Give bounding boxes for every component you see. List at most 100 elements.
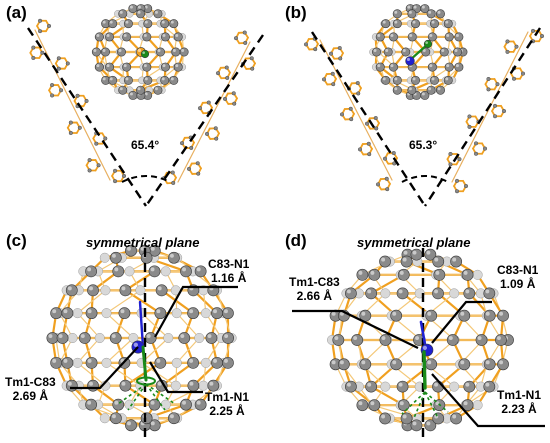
- arm-atom: [330, 71, 335, 76]
- arm-atom: [322, 77, 327, 82]
- carbon-atom: [433, 268, 446, 281]
- carbon-atom: [136, 85, 146, 95]
- atom-highlight: [146, 334, 151, 339]
- coordination-bond: [424, 391, 439, 419]
- atom-highlight: [150, 246, 155, 251]
- atom-highlight: [485, 289, 490, 294]
- carbon-atom: [109, 412, 122, 425]
- carbon-atom: [463, 380, 476, 393]
- atom-highlight: [463, 270, 468, 275]
- arm-atom: [531, 28, 536, 33]
- atom-highlight: [120, 309, 125, 314]
- atom-highlight: [175, 64, 179, 68]
- atom-highlight: [150, 421, 155, 426]
- atom-highlight: [339, 360, 344, 365]
- arm-link: [460, 143, 472, 164]
- carbon-atom: [426, 85, 436, 95]
- atom-highlight: [127, 246, 131, 251]
- atom-highlight: [334, 336, 339, 341]
- carbon-atom: [461, 268, 474, 281]
- carbon-atom: [136, 9, 146, 19]
- carbon-atom: [105, 32, 115, 42]
- arm-atom: [455, 178, 460, 183]
- atom-highlight: [358, 270, 363, 275]
- arm-atom: [65, 61, 70, 66]
- carbon-atom: [430, 19, 440, 29]
- callout-c83-n1: [431, 300, 492, 344]
- atom-highlight: [170, 20, 174, 24]
- arm-atom: [367, 152, 372, 157]
- arm-atom: [514, 44, 519, 49]
- atom-highlight: [427, 360, 432, 365]
- arm-atom: [474, 151, 479, 156]
- arm-atom: [483, 146, 488, 151]
- carbon-atom: [396, 287, 409, 300]
- panel-d-plane-label: symmetrical plane: [357, 235, 471, 250]
- label-name: Tm1-C83: [5, 375, 56, 389]
- arm-atom: [31, 45, 36, 50]
- atom-highlight: [367, 382, 372, 387]
- panel-c-label-c83-n1: C83-N1 1.16 Å: [208, 257, 249, 285]
- atom-highlight: [463, 401, 468, 406]
- carbon-atom: [124, 399, 135, 410]
- arm-link: [382, 161, 393, 181]
- atom-highlight: [381, 257, 386, 262]
- atom-highlight: [161, 20, 165, 24]
- carbon-atom: [200, 357, 211, 368]
- carbon-atom: [356, 268, 369, 281]
- carbon-atom: [61, 307, 74, 320]
- carbon-atom: [351, 334, 363, 346]
- carbon-atom: [108, 75, 118, 85]
- carbon-atom: [222, 356, 234, 369]
- cage-bond: [105, 362, 142, 387]
- arm-atom: [187, 166, 192, 171]
- atom-highlight: [87, 267, 92, 272]
- arm-atom: [77, 125, 82, 130]
- carbon-atom: [359, 358, 372, 371]
- label-value: 2.25 Å: [209, 404, 245, 418]
- atom-highlight: [144, 20, 148, 24]
- carbon-atom: [99, 413, 110, 424]
- atom-highlight: [209, 381, 214, 386]
- arm-atom: [249, 56, 254, 61]
- atom-highlight: [172, 49, 176, 52]
- carbon-atom: [187, 379, 200, 392]
- carbon-atom: [410, 419, 423, 432]
- atom-highlight: [485, 311, 490, 316]
- carbon-atom: [380, 381, 391, 392]
- atom-highlight: [144, 92, 148, 96]
- coordination-bond: [145, 383, 166, 411]
- atom-highlight: [402, 414, 407, 419]
- carbon-atom: [388, 62, 398, 72]
- arm-link: [508, 50, 520, 71]
- atom-highlight: [422, 49, 426, 52]
- angle-arc: [121, 175, 171, 183]
- carbon-atom: [160, 75, 170, 85]
- label-name: C83-N1: [497, 263, 539, 277]
- arm-atom: [338, 56, 343, 61]
- arm-link: [90, 141, 102, 162]
- atom-highlight: [381, 336, 386, 341]
- carbon-atom: [156, 47, 166, 57]
- atom-highlight: [157, 381, 162, 386]
- arm-link: [470, 125, 482, 146]
- carbon-atom: [148, 265, 161, 278]
- carbon-atom: [140, 412, 153, 425]
- carbon-atom: [118, 307, 131, 320]
- carbon-atom: [400, 255, 413, 268]
- carbon-atom: [222, 307, 234, 320]
- arm-atom: [521, 71, 526, 76]
- atom-highlight: [196, 267, 201, 272]
- c-n-bond: [138, 300, 145, 349]
- arm-link: [100, 160, 111, 181]
- atom-highlight: [452, 257, 457, 262]
- arm-atom: [493, 114, 498, 119]
- arm-link: [498, 68, 510, 89]
- atom-highlight: [446, 64, 450, 68]
- carbon-atom: [87, 284, 99, 297]
- label-name: Tm1-N1: [497, 388, 542, 402]
- atom-highlight: [408, 87, 412, 91]
- carbon-atom: [472, 400, 483, 411]
- arm-atom: [231, 91, 236, 96]
- label-value: 1.16 Å: [211, 271, 247, 285]
